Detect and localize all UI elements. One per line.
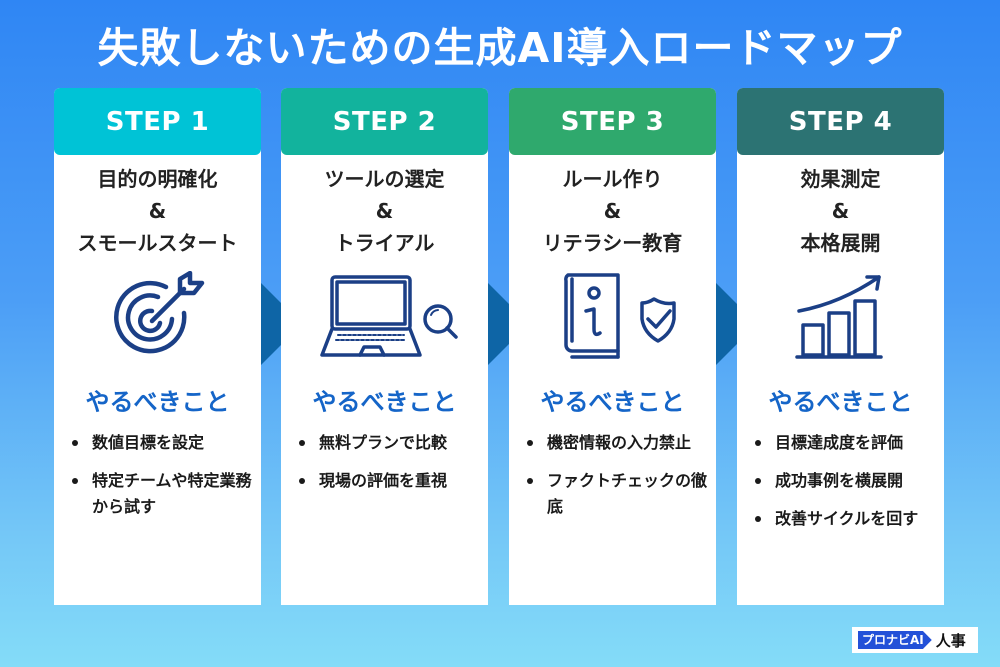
todo-label: やるべきこと [312,388,457,416]
growth-chart-icon [737,271,944,363]
brand-text: 人事 [935,631,966,650]
step-title-line: & [831,199,850,223]
step-header-4: STEP 4 [737,88,944,155]
todo-label: やるべきこと [768,388,913,416]
step-title-1: 目的の明確化 & スモールスタート [54,163,261,259]
step-title-line: 本格展開 [800,231,881,255]
todo-list-4: 目標達成度を評価 成功事例を横展開 改善サイクルを回す [751,430,937,544]
step-title-line: ルール作り [562,167,663,191]
step-card-1: STEP 1 目的の明確化 & スモールスタート やるべきこと 数値目標を設定 … [54,88,261,605]
step-title-line: & [603,199,622,223]
todo-list-1: 数値目標を設定 特定チームや特定業務から試す [68,430,254,532]
step-card-4: STEP 4 効果測定 & 本格展開 やるべきこと 目標達成度を評価 成功事例を… [737,88,944,605]
step-title-line: & [148,199,167,223]
todo-label: やるべきこと [540,388,685,416]
todo-item: 特定チームや特定業務から試す [68,468,254,520]
step-title-line: & [375,199,394,223]
step-title-line: トライアル [334,231,435,255]
step-title-line: ツールの選定 [324,167,445,191]
step-title-2: ツールの選定 & トライアル [281,163,488,259]
todo-item: 現場の評価を重視 [295,468,481,494]
brand-tag: プロナビAI [858,631,932,649]
todo-item: 目標達成度を評価 [751,430,937,456]
step-header-2: STEP 2 [281,88,488,155]
todo-item: 成功事例を横展開 [751,468,937,494]
todo-list-2: 無料プランで比較 現場の評価を重視 [295,430,481,506]
laptop-search-icon [281,271,488,363]
step-card-3: STEP 3 ルール作り & リテラシー教育 やるべきこと 機密情報の入力禁止 … [509,88,716,605]
step-card-2: STEP 2 ツールの選定 & トライアル やるべきこと 無料プランで比較 現場… [281,88,488,605]
step-title-4: 効果測定 & 本格展開 [737,163,944,259]
todo-item: 改善サイクルを回す [751,506,937,532]
todo-item: 機密情報の入力禁止 [523,430,709,456]
todo-label: やるべきこと [85,388,230,416]
todo-list-3: 機密情報の入力禁止 ファクトチェックの徹底 [523,430,709,532]
info-book-shield-icon [509,271,716,363]
todo-item: 数値目標を設定 [68,430,254,456]
brand-logo: プロナビAI 人事 [852,627,978,653]
step-title-line: リテラシー教育 [542,231,683,255]
target-arrow-icon [54,271,261,363]
step-title-line: 目的の明確化 [97,167,218,191]
step-title-line: 効果測定 [800,167,881,191]
step-title-line: スモールスタート [77,231,238,255]
step-header-1: STEP 1 [54,88,261,155]
step-title-3: ルール作り & リテラシー教育 [509,163,716,259]
todo-item: ファクトチェックの徹底 [523,468,709,520]
page-title: 失敗しないための生成AI導入ロードマップ [97,24,903,72]
step-header-3: STEP 3 [509,88,716,155]
todo-item: 無料プランで比較 [295,430,481,456]
